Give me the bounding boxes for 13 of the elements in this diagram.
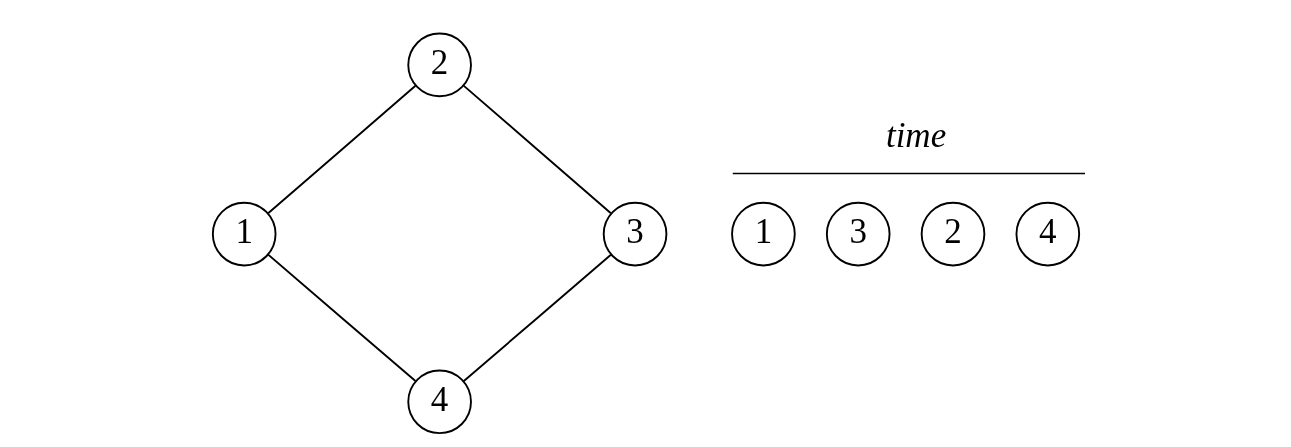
connector (266, 253, 416, 382)
node-circle: 2 (920, 201, 985, 267)
node-circle: 1 (211, 201, 276, 267)
node-circle: 4 (406, 369, 472, 435)
connector (462, 84, 612, 215)
label: time (885, 115, 946, 155)
node-circle: 1 (730, 201, 796, 267)
node-circle: 3 (825, 201, 890, 267)
node-circle: 2 (406, 32, 472, 98)
node-circle: 3 (602, 201, 667, 267)
node-circle: 4 (1015, 201, 1080, 267)
connector (266, 84, 416, 215)
connector (462, 253, 612, 383)
